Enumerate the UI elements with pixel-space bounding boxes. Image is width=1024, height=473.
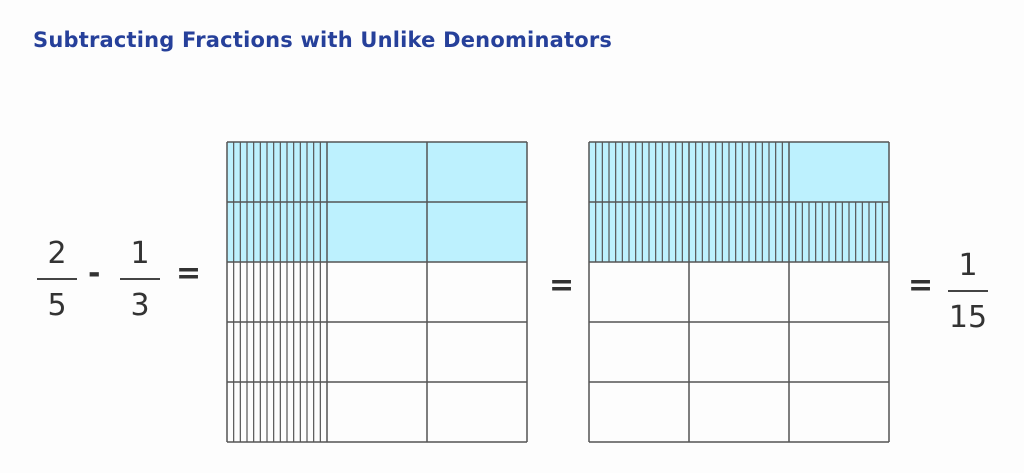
equals-sign-1: = — [176, 256, 202, 291]
equals-sign-3: = — [908, 268, 934, 303]
minus-sign: - — [88, 256, 101, 291]
numerator: 1 — [130, 236, 150, 271]
numerator: 2 — [47, 236, 67, 271]
numerator: 1 — [958, 248, 978, 283]
fraction-two-fifths: 2 5 — [37, 236, 77, 324]
denominator: 3 — [130, 288, 150, 323]
denominator: 5 — [47, 288, 67, 323]
denominator: 15 — [948, 300, 988, 335]
fraction-bar — [948, 290, 988, 292]
fraction-one-third: 1 3 — [120, 236, 160, 324]
page-title: Subtracting Fractions with Unlike Denomi… — [33, 28, 613, 52]
fraction-grid-fifteenths — [588, 141, 890, 443]
fraction-one-fifteenth: 1 15 — [948, 248, 988, 336]
fraction-bar — [37, 278, 77, 280]
equals-sign-2: = — [549, 268, 575, 303]
fraction-grid-two-fifths-minus-one-third — [226, 141, 528, 443]
fraction-bar — [120, 278, 160, 280]
